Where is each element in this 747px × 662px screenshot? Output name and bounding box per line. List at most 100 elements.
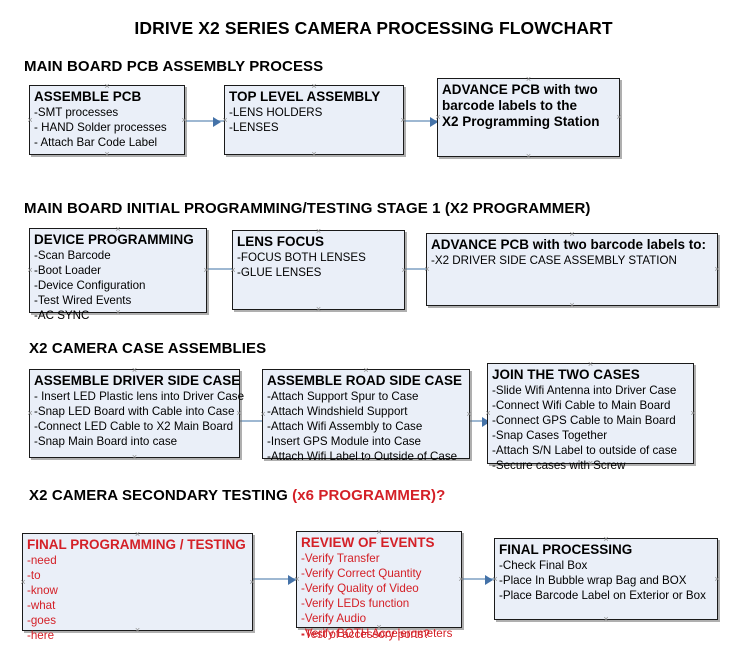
node-final-processing[interactable]: FINAL PROCESSING -Check Final Box -Place… xyxy=(494,538,718,620)
connection-handle-right[interactable] xyxy=(466,411,473,418)
node-line: -Connect LED Cable to X2 Main Board xyxy=(34,420,234,433)
connection-handle-right[interactable] xyxy=(714,266,721,273)
node-line: -goes xyxy=(27,614,57,627)
node-line: -Test Wired Events xyxy=(34,294,132,307)
node-header: ASSEMBLE ROAD SIDE CASE xyxy=(267,373,463,388)
node-line: -Attach Wifi Assembly to Case xyxy=(267,420,423,433)
node-line: -Connect GPS Cable to Main Board xyxy=(492,414,676,427)
node-line: X2 Programming Station xyxy=(442,114,600,129)
connection-handle-left[interactable] xyxy=(485,410,492,417)
connection-handle-bottom[interactable] xyxy=(603,616,610,623)
node-line: -Place Barcode Label on Exterior or Box xyxy=(499,589,706,602)
node-line: -Device Configuration xyxy=(34,279,146,292)
node-final-programming-testing[interactable]: FINAL PROGRAMMING / TESTING -need -to -k… xyxy=(20,533,253,642)
node-line: -Verify Quality of Video xyxy=(301,582,419,595)
section-heading-main-board-initial-programming: MAIN BOARD INITIAL PROGRAMMING/TESTING S… xyxy=(24,200,591,217)
connection-handle-bottom[interactable] xyxy=(104,151,111,158)
connector-s2-n1-to-n2 xyxy=(208,268,246,270)
node-assemble-driver-side-case[interactable]: ASSEMBLE DRIVER SIDE CASE - Insert LED P… xyxy=(27,369,244,461)
node-join-the-two-cases[interactable]: JOIN THE TWO CASES -Slide Wifi Antenna i… xyxy=(485,363,697,472)
arrowhead-s4-n1-to-n2 xyxy=(288,575,296,585)
connection-handle-bottom[interactable] xyxy=(131,454,138,461)
node-line: -Place In Bubble wrap Bag and BOX xyxy=(499,574,687,587)
node-header: ASSEMBLE DRIVER SIDE CASE xyxy=(34,373,241,388)
node-line: -AC SYNC xyxy=(34,309,90,322)
node-line: -Snap LED Board with Cable into Case xyxy=(34,405,235,418)
connection-handle-left[interactable] xyxy=(27,117,34,124)
node-line: -Verify BOTH Accelerometers xyxy=(301,627,453,640)
node-header: JOIN THE TWO CASES xyxy=(492,367,640,382)
node-line: -X2 DRIVER SIDE CASE ASSEMBLY STATION xyxy=(431,254,677,267)
node-header: REVIEW OF EVENTS xyxy=(301,535,435,550)
section-heading-x2-camera-case-assemblies: X2 CAMERA CASE ASSEMBLIES xyxy=(29,340,267,357)
section-heading-red-note: (x6 PROGRAMMER)? xyxy=(292,487,446,504)
node-header: TOP LEVEL ASSEMBLY xyxy=(229,89,381,104)
node-line: -LENSES xyxy=(229,121,279,134)
page-title: IDRIVE X2 SERIES CAMERA PROCESSING FLOWC… xyxy=(134,18,613,38)
connector-s3-n2-to-n3 xyxy=(460,420,492,422)
node-line: -SMT processes xyxy=(34,106,119,119)
node-line: -Verify Transfer xyxy=(301,552,380,565)
node-line: -know xyxy=(27,584,58,597)
node-line: -Slide Wifi Antenna into Driver Case xyxy=(492,384,677,397)
arrowhead-s4-n2-to-n3 xyxy=(485,575,493,585)
connection-handle-bottom[interactable] xyxy=(311,151,318,158)
connection-handle-right[interactable] xyxy=(616,114,623,121)
node-lens-focus[interactable]: LENS FOCUS -FOCUS BOTH LENSES -GLUE LENS… xyxy=(232,230,405,310)
node-top-level-assembly[interactable]: TOP LEVEL ASSEMBLY -LENS HOLDERS -LENSES xyxy=(224,85,404,155)
node-line: -to xyxy=(27,569,41,582)
node-device-programming[interactable]: DEVICE PROGRAMMING -Scan Barcode -Boot L… xyxy=(27,228,207,322)
node-line: -Snap Cases Together xyxy=(492,429,608,442)
node-header: LENS FOCUS xyxy=(237,234,325,249)
node-line: -Attach Windshield Support xyxy=(267,405,408,418)
connector-s1-n1-to-n2 xyxy=(186,120,224,122)
connection-handle-left[interactable] xyxy=(260,411,267,418)
node-advance-pcb-programming-station[interactable]: ADVANCE PCB with two barcode labels to t… xyxy=(437,78,620,157)
node-review-of-events[interactable]: REVIEW OF EVENTS -Verify Transfer -Verif… xyxy=(296,531,462,641)
connector-s3-n1-to-n2 xyxy=(240,420,272,422)
connector-s4-n1-to-n2 xyxy=(253,578,297,580)
node-line: -Attach S/N Label to outside of case xyxy=(492,444,677,457)
connection-handle-right[interactable] xyxy=(236,410,243,417)
node-header: FINAL PROCESSING xyxy=(499,542,633,557)
connection-handle-right[interactable] xyxy=(690,410,697,417)
node-line: -Attach Support Spur to Case xyxy=(267,390,419,403)
connection-handle-right[interactable] xyxy=(714,576,721,583)
connector-s2-n2-to-n3 xyxy=(405,268,443,270)
connection-handle-bottom[interactable] xyxy=(569,302,576,309)
arrowhead-s1-n1-to-n2 xyxy=(213,117,221,127)
connection-handle-left[interactable] xyxy=(27,410,34,417)
node-header: FINAL PROGRAMMING / TESTING xyxy=(27,537,246,552)
node-line: -Verify Correct Quantity xyxy=(301,567,422,580)
node-line: -Snap Main Board into case xyxy=(34,435,178,448)
node-line: -FOCUS BOTH LENSES xyxy=(237,251,366,264)
node-line: -Boot Loader xyxy=(34,264,102,277)
arrowhead-s3-n2-to-n3 xyxy=(482,417,490,427)
node-header: ASSEMBLE PCB xyxy=(34,89,142,104)
node-overflow-line: -Test of accessory ports? xyxy=(301,628,430,641)
node-line: - Attach Bar Code Label xyxy=(34,136,158,149)
node-line: -Connect Wifi Cable to Main Board xyxy=(492,399,671,412)
node-advance-pcb-driver-side-case[interactable]: ADVANCE PCB with two barcode labels to: … xyxy=(426,233,718,306)
node-assemble-road-side-case[interactable]: ASSEMBLE ROAD SIDE CASE -Attach Support … xyxy=(260,369,473,463)
node-header: ADVANCE PCB with two barcode labels to: xyxy=(431,237,707,252)
node-header: ADVANCE PCB with two xyxy=(442,82,598,97)
section-heading-text: X2 CAMERA SECONDARY TESTING xyxy=(29,487,293,504)
node-assemble-pcb[interactable]: ASSEMBLE PCB -SMT processes - HAND Solde… xyxy=(29,85,185,155)
node-line: -LENS HOLDERS xyxy=(229,106,323,119)
node-line: -Check Final Box xyxy=(499,559,588,572)
node-line: -Verify LEDs function xyxy=(301,597,410,610)
connector-s1-n2-to-n3 xyxy=(404,120,442,122)
node-line: -Scan Barcode xyxy=(34,249,111,262)
connection-handle-left[interactable] xyxy=(27,267,34,274)
connection-handle-bottom[interactable] xyxy=(315,306,322,313)
arrowhead-s1-n2-to-n3 xyxy=(430,117,438,127)
connection-handle-left[interactable] xyxy=(20,579,27,586)
node-line: -here xyxy=(27,629,55,642)
node-line: barcode labels to the xyxy=(442,98,578,113)
connection-handle-bottom[interactable] xyxy=(525,153,532,160)
node-header: DEVICE PROGRAMMING xyxy=(34,232,194,247)
node-line: -Insert GPS Module into Case xyxy=(267,435,422,448)
node-line: - HAND Solder processes xyxy=(34,121,167,134)
